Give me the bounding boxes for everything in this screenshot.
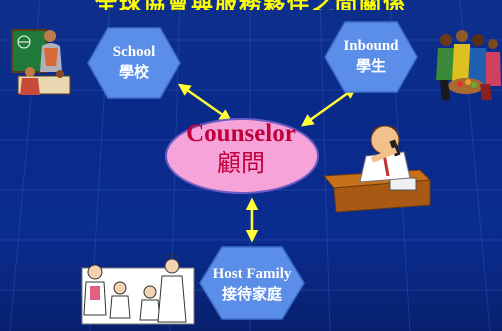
counselor-on-phone-clipart — [322, 125, 432, 213]
inbound-label-zh: 學生 — [355, 57, 386, 75]
school-counselor-arrow — [177, 83, 233, 122]
school-node: School 學校 — [94, 42, 174, 82]
diagram-title: 全球協會與服務夥伴之間關係 — [0, 0, 502, 10]
school-label-en: School — [112, 44, 156, 60]
inbound-label-en: Inbound — [343, 38, 399, 54]
host-family-clipart — [81, 253, 195, 325]
school-hexagon — [87, 27, 181, 99]
host-family-label-zh: 接待家庭 — [221, 285, 282, 303]
counselor-label-en: Counselor — [186, 120, 296, 147]
inbound-hexagon — [324, 21, 418, 93]
teacher-classroom-clipart — [11, 29, 71, 95]
students-group-clipart — [436, 30, 501, 100]
school-label-zh: 學校 — [118, 63, 149, 81]
inbound-node: Inbound 學生 — [331, 36, 411, 76]
host-family-label-en: Host Family — [212, 266, 292, 282]
host-family-node: Host Family 接待家庭 — [200, 264, 304, 304]
counselor-ellipse — [165, 118, 319, 194]
counselor-node: Counselor 顧問 — [166, 120, 316, 178]
host-family-hexagon — [199, 246, 305, 320]
inbound-counselor-arrow — [300, 86, 358, 127]
counselor-label-zh: 顧問 — [217, 149, 265, 177]
